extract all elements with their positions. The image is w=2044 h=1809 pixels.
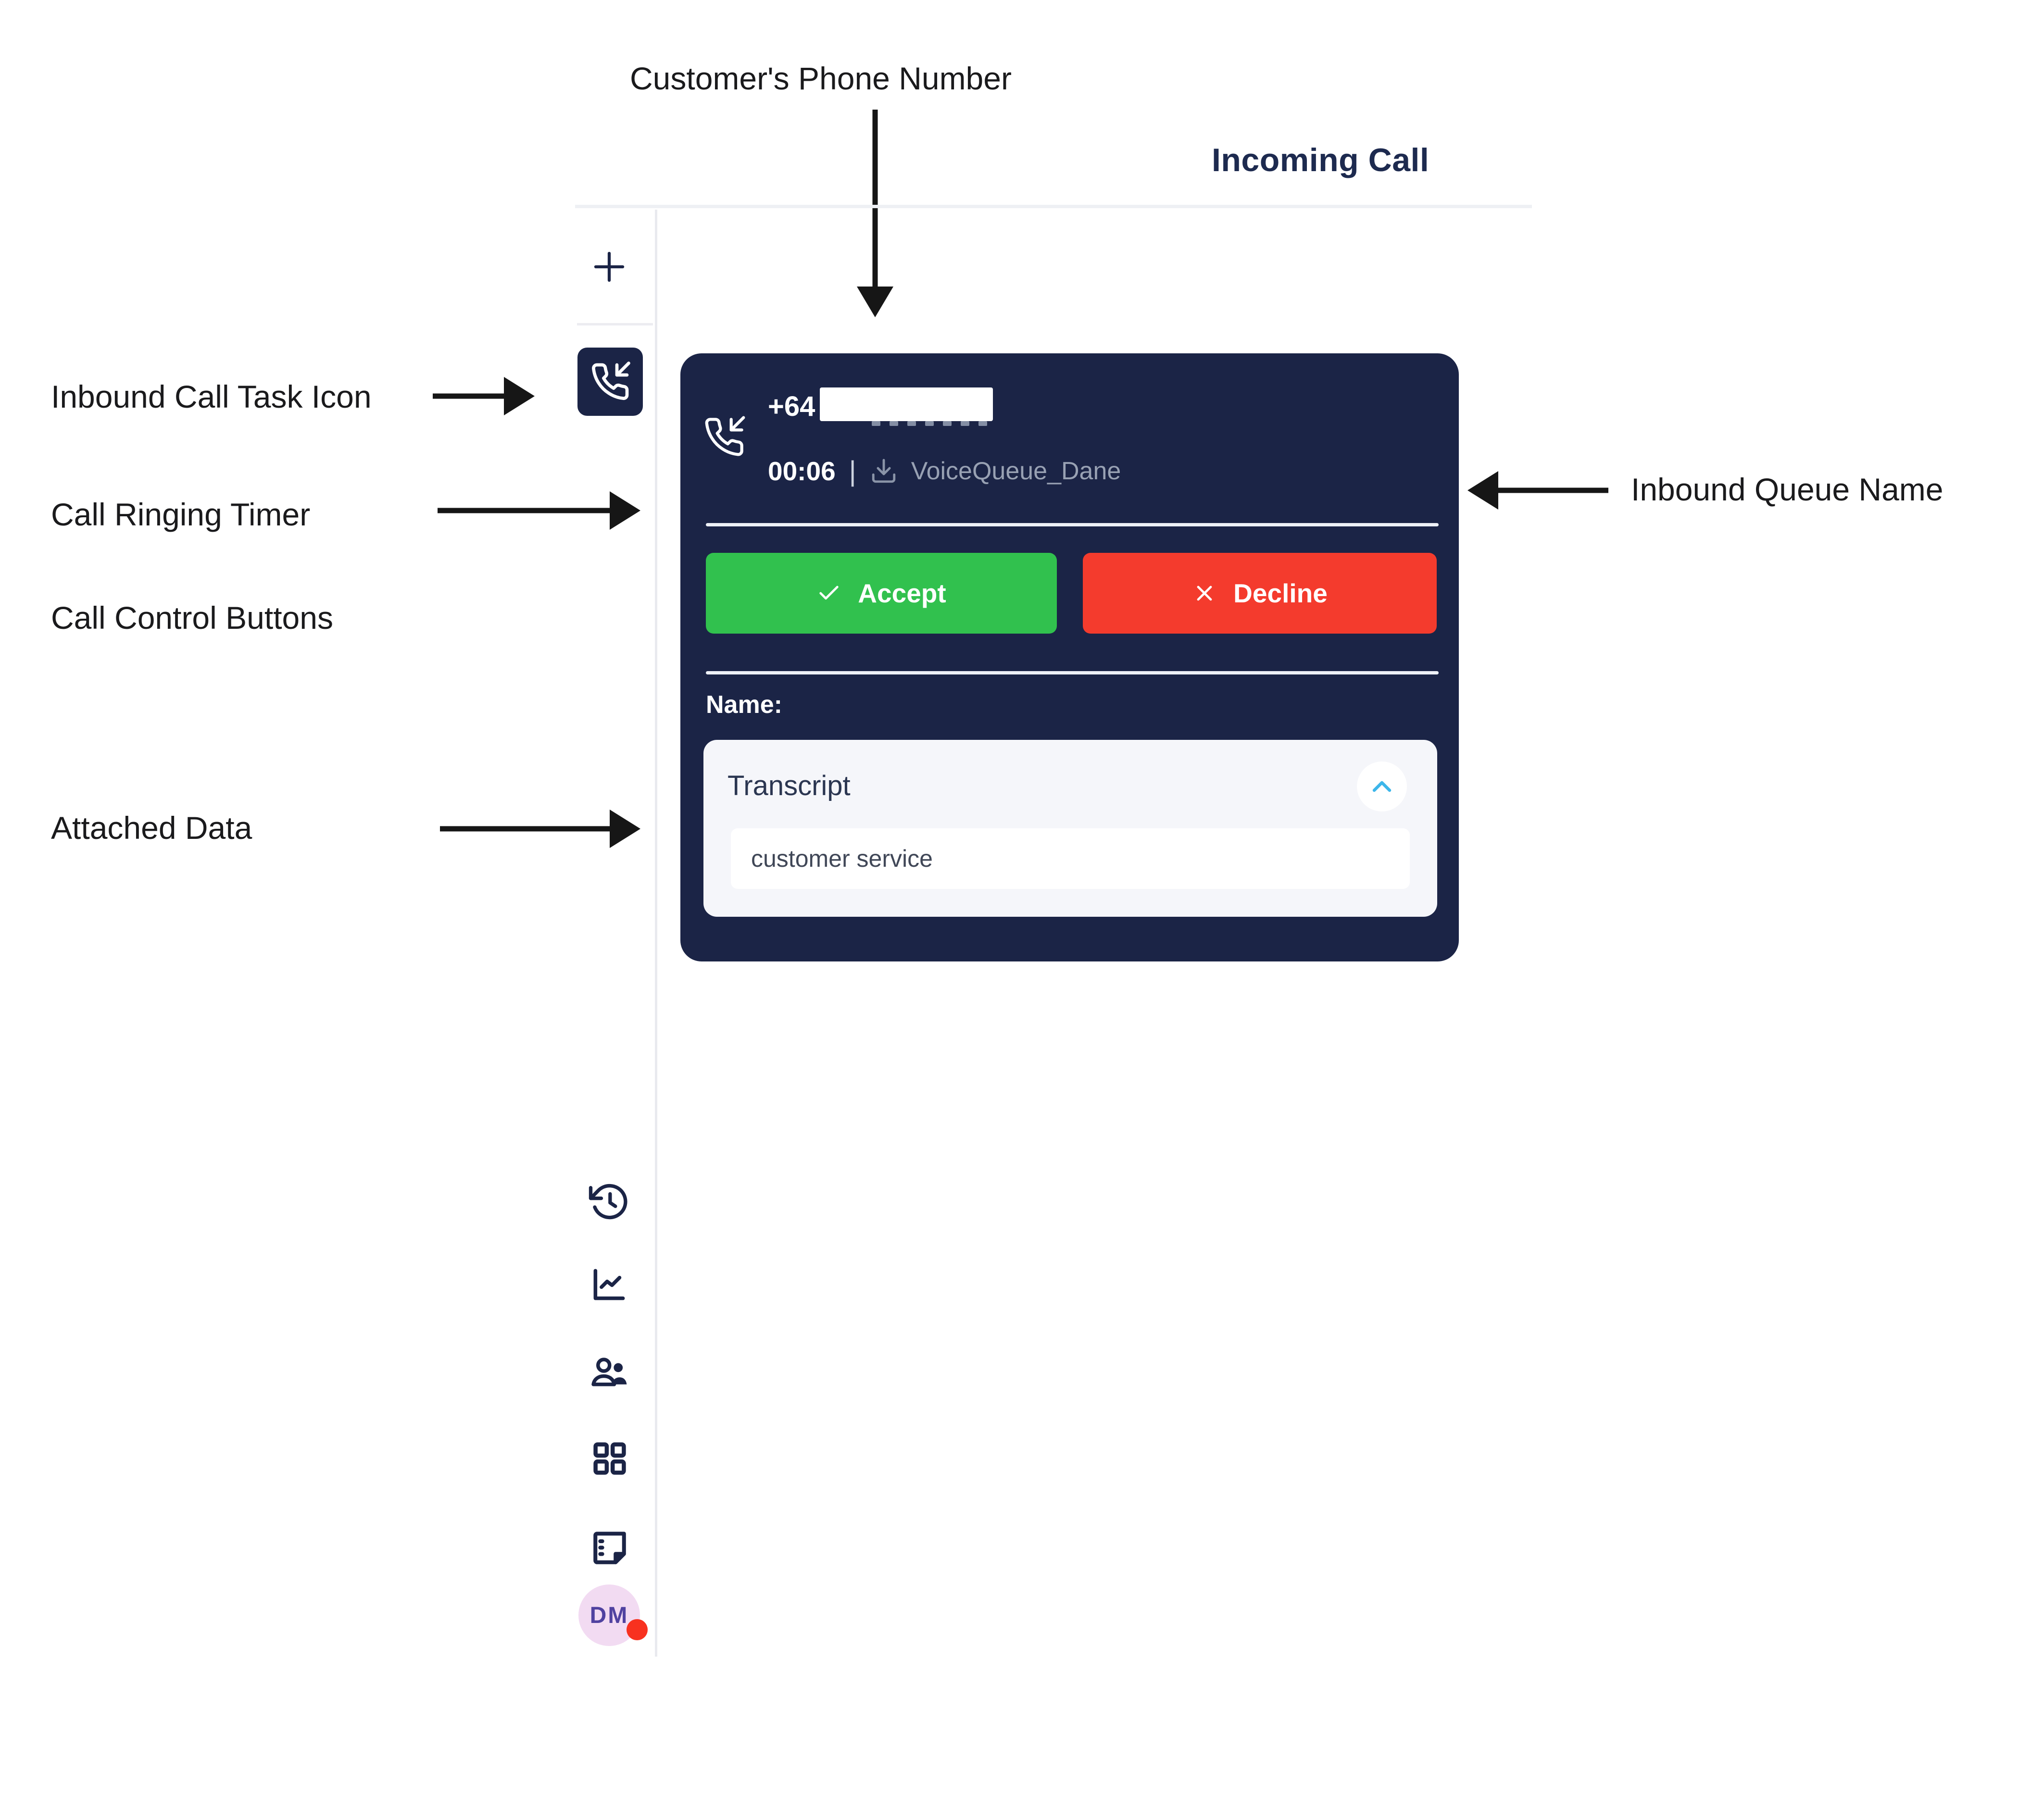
card-divider bbox=[706, 523, 1439, 526]
queue-inbound-icon bbox=[870, 457, 898, 485]
attached-data-value-box: customer service bbox=[731, 828, 1410, 889]
annotation-call-control-buttons: Call Control Buttons bbox=[51, 600, 333, 636]
phone-number-redaction bbox=[820, 387, 993, 421]
arrow-attached-data bbox=[440, 809, 640, 849]
avatar-initials: DM bbox=[589, 1602, 629, 1628]
customer-phone-number: +64 bbox=[768, 391, 815, 422]
annotation-customer-phone-number: Customer's Phone Number bbox=[630, 61, 1012, 96]
annotation-attached-data: Attached Data bbox=[51, 810, 252, 846]
agents-icon[interactable] bbox=[588, 1351, 631, 1394]
meta-separator: | bbox=[849, 455, 856, 487]
arrow-customer-phone-number bbox=[854, 110, 896, 317]
sidebar-section-divider bbox=[577, 323, 653, 325]
page-title: Incoming Call bbox=[1212, 142, 1430, 178]
arrow-inbound-queue-name bbox=[1467, 470, 1608, 511]
annotation-call-ringing-timer: Call Ringing Timer bbox=[51, 497, 311, 532]
header-divider bbox=[575, 205, 1532, 208]
add-task-icon[interactable] bbox=[589, 247, 629, 287]
notes-icon[interactable] bbox=[589, 1528, 630, 1568]
inbound-queue-name: VoiceQueue_Dane bbox=[911, 457, 1121, 485]
avatar[interactable]: DM bbox=[578, 1584, 648, 1646]
status-dot bbox=[627, 1619, 648, 1640]
arrow-call-ringing-timer bbox=[438, 490, 640, 531]
insights-chart-icon[interactable] bbox=[589, 1264, 630, 1305]
name-label: Name: bbox=[706, 691, 782, 719]
inbound-call-task-icon[interactable] bbox=[577, 348, 643, 416]
chevron-up-icon bbox=[1372, 781, 1392, 792]
phone-incoming-icon bbox=[703, 416, 745, 458]
annotation-inbound-queue-name: Inbound Queue Name bbox=[1631, 472, 1944, 507]
call-ringing-timer: 00:06 bbox=[768, 456, 836, 486]
card-divider bbox=[706, 671, 1439, 674]
x-icon bbox=[1197, 586, 1212, 601]
history-icon[interactable] bbox=[588, 1181, 630, 1223]
annotation-inbound-call-task-icon: Inbound Call Task Icon bbox=[51, 379, 372, 414]
sidebar-divider bbox=[655, 210, 657, 1657]
accept-label: Accept bbox=[858, 578, 946, 608]
incoming-call-card: +64 00:06 | VoiceQueue_Dane Accept bbox=[680, 353, 1459, 961]
collapse-toggle[interactable] bbox=[1357, 761, 1407, 811]
decline-label: Decline bbox=[1233, 578, 1328, 608]
accept-button[interactable]: Accept bbox=[706, 553, 1057, 634]
attached-data-value: customer service bbox=[751, 845, 933, 872]
redacted-digits bbox=[872, 421, 987, 426]
check-icon bbox=[819, 586, 839, 600]
arrow-inbound-call-task-icon bbox=[433, 376, 535, 416]
attached-data-title: Transcript bbox=[727, 770, 851, 801]
apps-grid-icon[interactable] bbox=[590, 1439, 629, 1478]
attached-data-panel: Transcript customer service bbox=[703, 740, 1437, 917]
decline-button[interactable]: Decline bbox=[1083, 553, 1437, 634]
